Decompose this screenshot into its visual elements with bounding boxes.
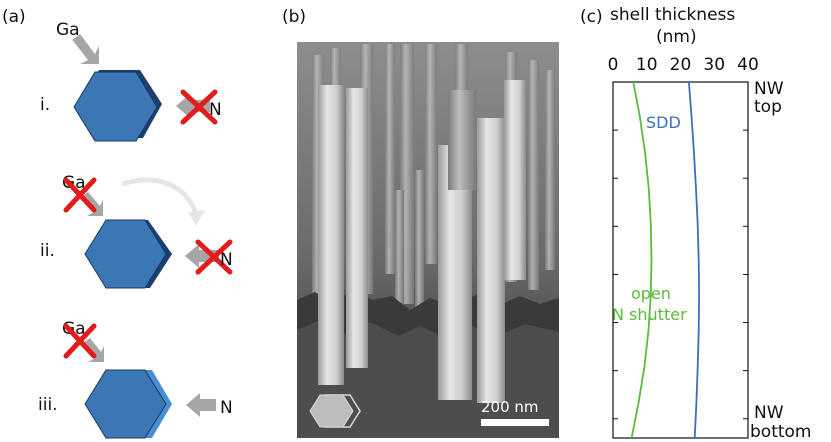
x-tick-label: 20 xyxy=(670,55,692,75)
scale-bar-label: 200 nm xyxy=(481,398,539,416)
x-tick-labels: 0 10 20 30 40 xyxy=(608,55,759,75)
nanowires-foreground xyxy=(318,80,526,403)
ga-arrow-icon xyxy=(82,338,104,362)
panel-c-label: (c) xyxy=(580,7,603,27)
panel-a-label: (a) xyxy=(2,7,26,27)
panel-a: (a) Ga i. N Ga ii. N xyxy=(2,7,233,439)
panel-b-label: (b) xyxy=(282,7,306,27)
row-numeral-iii: iii. xyxy=(38,395,58,415)
x-tick-label: 0 xyxy=(608,55,619,75)
n-label-ii: N xyxy=(220,250,233,270)
series-line-open-n-shutter xyxy=(630,81,653,439)
row-i: Ga i. N xyxy=(40,20,222,142)
panel-b: (b) xyxy=(282,7,559,438)
row-numeral-ii: ii. xyxy=(40,241,55,261)
row-iii: Ga iii. N xyxy=(38,319,233,439)
hex-crystal xyxy=(84,219,167,289)
panel-c: (c) shell thickness (nm) 0 10 20 30 40 NW to… xyxy=(580,5,811,442)
ga-label-ii: Ga xyxy=(62,173,86,193)
bottom-label-nw: NW xyxy=(754,403,784,423)
top-label-nw: NW xyxy=(754,79,784,99)
ga-label-iii: Ga xyxy=(62,319,86,339)
series-line-sdd xyxy=(688,81,700,439)
row-numeral-i: i. xyxy=(40,95,50,115)
series-lines xyxy=(630,81,700,439)
x-tick-label: 30 xyxy=(703,55,725,75)
axis-title-line2: (nm) xyxy=(656,27,697,47)
top-label-top: top xyxy=(754,97,782,117)
ga-label-i: Ga xyxy=(56,20,80,40)
plot-frame xyxy=(612,81,749,439)
axis-title-line1: shell thickness xyxy=(610,5,735,25)
scale-bar xyxy=(481,419,549,426)
axis-ticks xyxy=(613,129,748,420)
row-ii: Ga ii. N xyxy=(40,173,233,289)
curved-arrow-head-icon xyxy=(188,210,205,226)
bottom-label-bottom: bottom xyxy=(750,422,811,442)
ga-arrow-icon xyxy=(72,34,99,64)
curved-arrow xyxy=(121,177,199,215)
legend-sdd: SDD xyxy=(646,113,681,132)
legend-open: open xyxy=(631,284,671,303)
x-tick-label: 40 xyxy=(737,55,759,75)
n-label-iii: N xyxy=(220,398,233,418)
n-label-i: N xyxy=(209,100,222,120)
hex-crystal xyxy=(84,369,167,439)
hex-crystal xyxy=(73,71,158,142)
x-tick-label: 10 xyxy=(636,55,658,75)
legend-n-shutter: N shutter xyxy=(612,305,687,324)
n-arrow-icon xyxy=(186,393,216,417)
